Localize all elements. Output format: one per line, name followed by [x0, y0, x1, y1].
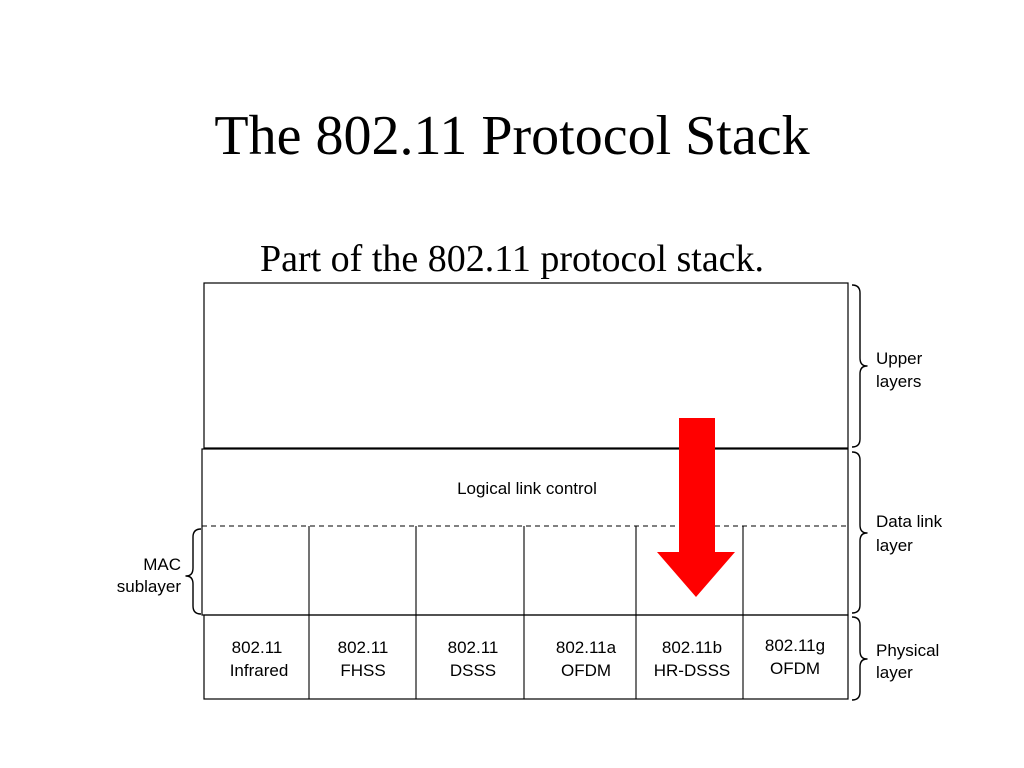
physical-cell-line2: Infrared — [230, 661, 289, 680]
llc-label: Logical link control — [457, 479, 597, 498]
data-link-box — [201, 448, 849, 616]
physical-cell-line2: OFDM — [561, 661, 611, 680]
physical-cell-line1: 802.11g — [765, 636, 825, 655]
physical-cell-line1: 802.11 — [338, 638, 389, 657]
physical-cell: 802.11g OFDM — [765, 636, 825, 678]
physical-cell: 802.11b HR-DSSS — [654, 638, 731, 680]
slide-title: The 802.11 Protocol Stack — [214, 105, 810, 167]
physical-cell: 802.11 DSSS — [448, 638, 499, 680]
upper-layers-label-line2: layers — [876, 372, 921, 391]
physical-cell: 802.11 Infrared — [230, 638, 289, 680]
physical-cell-line1: 802.11b — [662, 638, 722, 657]
physical-cell: 802.11a OFDM — [556, 638, 617, 680]
physical-cell-line2: DSSS — [450, 661, 496, 680]
physical-cell-line2: HR-DSSS — [654, 661, 731, 680]
physical-cell-line1: 802.11 — [232, 638, 283, 657]
physical-cell-line2: FHSS — [340, 661, 385, 680]
mac-sublayer-brace — [185, 528, 202, 615]
slide-subtitle: Part of the 802.11 protocol stack. — [259, 238, 765, 280]
data-link-brace — [851, 451, 868, 614]
right-brackets — [851, 284, 868, 701]
physical-layer-box — [203, 614, 849, 700]
upper-layers-brace — [851, 284, 868, 448]
physical-layer-brace — [851, 616, 868, 701]
physical-layer-label-line2: layer — [876, 663, 913, 682]
mac-sublayer-label-line2: sublayer — [117, 577, 182, 596]
physical-cell: 802.11 FHSS — [338, 638, 389, 680]
physical-cell-line1: 802.11 — [448, 638, 499, 657]
data-link-label-line1: Data link — [876, 512, 943, 531]
mac-column-dividers — [308, 526, 744, 615]
physical-column-dividers — [308, 615, 744, 699]
physical-cell-line1: 802.11a — [556, 638, 617, 657]
upper-layers-box — [203, 282, 849, 449]
upper-layers-label-line1: Upper — [876, 349, 923, 368]
highlight-arrow — [657, 418, 735, 597]
mac-sublayer-label-line1: MAC — [143, 555, 181, 574]
physical-layer-label-line1: Physical — [876, 641, 939, 660]
physical-cell-line2: OFDM — [770, 659, 820, 678]
data-link-label-line2: layer — [876, 536, 913, 555]
